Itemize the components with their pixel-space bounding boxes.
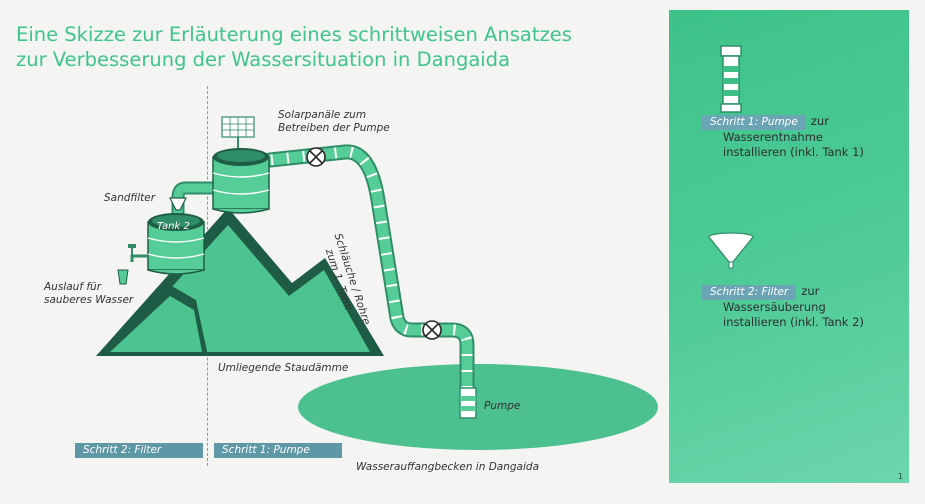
panel-step-1-tag: Schritt 1: Pumpe [702,115,806,130]
label-solar: Solarpanäle zum Betreiben der Pumpe [278,109,390,135]
tank-1-icon [212,148,270,214]
valve-top-icon [306,147,326,167]
page-number: 1 [897,472,903,481]
pump-icon [459,387,477,419]
label-auslauf-line-1: Auslauf für [44,281,102,293]
label-solar-line-1: Solarpanäle zum [278,109,367,121]
sand-filter-icon [169,197,187,211]
panel-step-2-suffix: zur [801,284,820,298]
label-auslauf-line-2: sauberes Wasser [44,294,134,306]
tag-step-2-filter: Schritt 2: Filter [75,443,203,458]
panel-step-1-line-1: Wasserentnahme [723,130,823,144]
label-basin: Wasserauffangbecken in Dangaida [356,461,540,473]
label-tank-2: Tank 2 [157,221,190,232]
tank-2-icon [147,213,205,275]
water-tap-icon [117,244,148,285]
label-pump: Pumpe [484,400,521,412]
pump-cylinder-icon [720,45,742,113]
panel-step-2: Schritt 2: Filter zur Wassersäuberung in… [669,280,909,330]
panel-step-2-tag: Schritt 2: Filter [702,285,797,300]
solar-panel-icon [221,116,255,148]
dam-mountains [96,208,384,356]
tag-step-1-pump: Schritt 1: Pumpe [214,443,342,458]
water-basin [298,364,658,450]
label-sandfilter: Sandfilter [104,192,156,204]
panel-step-1: Schritt 1: Pumpe zur Wasserentnahme inst… [669,110,909,160]
valve-bottom-icon [422,320,442,340]
panel-step-1-suffix: zur [810,114,829,128]
title-line-1: Eine Skizze zur Erläuterung eines schrit… [16,23,572,46]
panel-step-2-line-1: Wassersäuberung [723,300,826,314]
funnel-filter-icon [708,232,754,269]
page-title: Eine Skizze zur Erläuterung eines schrit… [16,22,656,72]
title-line-2: zur Verbesserung der Wassersituation in … [16,48,511,71]
label-auslauf: Auslauf für sauberes Wasser [44,281,133,307]
panel-step-2-line-2: installieren (inkl. Tank 2) [723,315,864,329]
label-dams: Umliegende Staudämme [218,362,349,374]
panel-step-1-line-2: installieren (inkl. Tank 1) [723,145,864,159]
label-solar-line-2: Betreiben der Pumpe [278,122,390,134]
steps-panel: Schritt 1: Pumpe zur Wasserentnahme inst… [669,10,909,483]
